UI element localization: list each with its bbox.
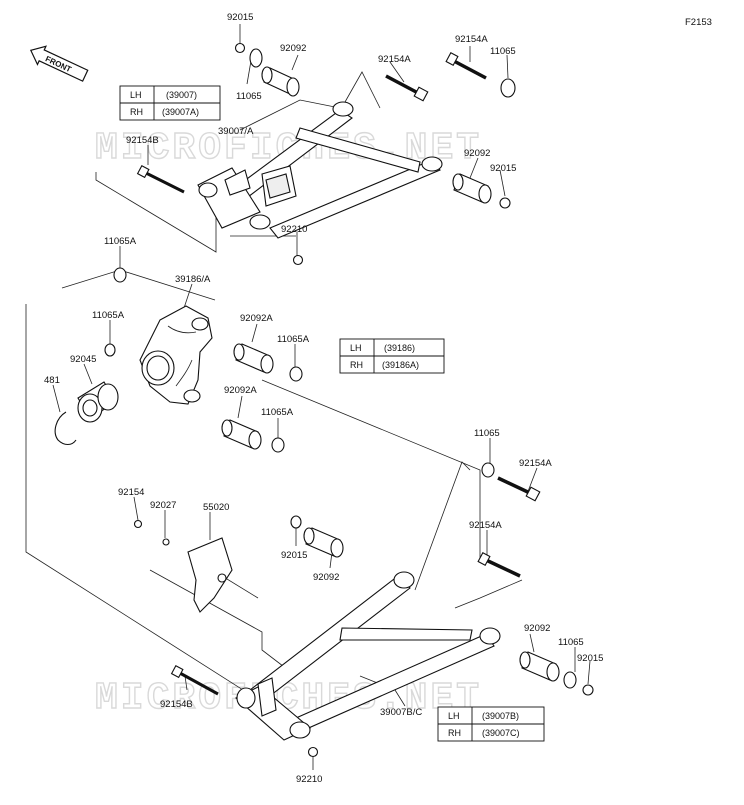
label-92154b: 92154B xyxy=(126,135,159,146)
washer-icon xyxy=(249,48,263,68)
washer-icon xyxy=(104,343,116,357)
figure-code: F2153 xyxy=(685,17,712,28)
nut-icon xyxy=(307,746,319,758)
label-92092: 92092 xyxy=(524,623,550,634)
clip-icon xyxy=(162,538,170,546)
washer-icon xyxy=(113,267,127,283)
label-11065a: 11065A xyxy=(92,310,125,321)
label-92015: 92015 xyxy=(227,12,253,23)
label-39007bc: 39007B/C xyxy=(380,707,422,718)
table-lower-arm: LH (39007B) RH (39007C) xyxy=(437,706,545,742)
washer-icon xyxy=(563,671,577,689)
nut-icon xyxy=(582,684,594,696)
bearing-icon xyxy=(77,381,119,423)
label-92154a: 92154A xyxy=(378,54,411,65)
table-cell-part: (39007A) xyxy=(162,107,199,117)
guard xyxy=(133,519,233,613)
bushing-icon xyxy=(452,173,492,204)
label-11065a: 11065A xyxy=(104,236,137,247)
bolt-icon xyxy=(136,164,185,194)
table-cell-part: (39007C) xyxy=(482,728,520,738)
label-92154b: 92154B xyxy=(160,699,193,710)
table-cell-side: LH xyxy=(350,343,362,353)
bushing-icon xyxy=(261,66,300,97)
bolt-icon xyxy=(477,551,521,578)
bolt-icon xyxy=(385,74,429,102)
label-11065: 11065 xyxy=(474,428,500,439)
washer-icon xyxy=(271,437,285,453)
label-92092: 92092 xyxy=(313,572,339,583)
label-55020: 55020 xyxy=(203,502,229,513)
label-92015: 92015 xyxy=(490,163,516,174)
bushing-icon xyxy=(221,419,262,450)
leader-lines xyxy=(52,24,591,770)
nut-icon xyxy=(234,42,246,54)
label-92210: 92210 xyxy=(296,774,322,785)
table-knuckle: LH (39186) RH (39186A) xyxy=(339,338,445,374)
label-92092a: 92092A xyxy=(240,313,273,324)
washer-icon xyxy=(481,462,495,478)
table-upper-arm: LH (39007) RH (39007A) xyxy=(119,85,221,121)
bushing-icon xyxy=(519,651,560,682)
label-11065: 11065 xyxy=(558,637,584,648)
table-cell-side: LH xyxy=(130,90,142,100)
washer-icon xyxy=(290,515,302,529)
label-92154a: 92154A xyxy=(519,458,552,469)
bolt-icon xyxy=(170,664,219,696)
lower-a-arm xyxy=(235,571,501,741)
screw-icon xyxy=(133,519,143,529)
label-11065: 11065 xyxy=(236,91,262,102)
label-481: 481 xyxy=(44,375,60,386)
label-92092a: 92092A xyxy=(224,385,257,396)
assembly-guide-lines xyxy=(25,71,523,703)
table-cell-side: RH xyxy=(350,360,363,370)
bushing-icon xyxy=(303,527,344,558)
label-92045: 92045 xyxy=(70,354,96,365)
upper-hardware xyxy=(136,42,516,266)
nut-icon xyxy=(292,254,304,266)
lower-hardware xyxy=(170,462,594,758)
table-cell-part: (39186) xyxy=(384,343,415,353)
label-11065: 11065 xyxy=(490,46,516,57)
washer-icon xyxy=(289,366,303,382)
bushing-icon xyxy=(233,343,274,374)
label-92154: 92154 xyxy=(118,487,144,498)
bolt-icon xyxy=(445,51,487,80)
front-arrow-icon: FRONT xyxy=(29,45,89,82)
bolt-icon xyxy=(497,476,541,502)
label-92092: 92092 xyxy=(464,148,490,159)
label-92154a: 92154A xyxy=(455,34,488,45)
label-39186a: 39186/A xyxy=(175,274,211,285)
knuckle xyxy=(113,267,213,405)
label-92015: 92015 xyxy=(577,653,603,664)
guard-plate xyxy=(187,537,233,613)
table-cell-side: RH xyxy=(448,728,461,738)
table-cell-side: RH xyxy=(130,107,143,117)
table-cell-side: LH xyxy=(448,711,460,721)
label-39007a: 39007/A xyxy=(218,126,254,137)
washer-icon xyxy=(500,78,516,98)
label-92154a: 92154A xyxy=(469,520,502,531)
snap-ring-icon xyxy=(54,411,77,446)
label-92027: 92027 xyxy=(150,500,176,511)
knuckle-hardware xyxy=(54,343,303,453)
label-11065a: 11065A xyxy=(261,407,294,418)
table-cell-part: (39186A) xyxy=(382,360,419,370)
part-labels: 92015 92092 11065 92154A 92154A 11065 39… xyxy=(44,12,603,785)
table-cell-part: (39007B) xyxy=(482,711,519,721)
label-92092: 92092 xyxy=(280,43,306,54)
label-92015: 92015 xyxy=(281,550,307,561)
nut-icon xyxy=(499,197,511,209)
label-11065a: 11065A xyxy=(277,334,310,345)
upper-a-arm xyxy=(197,101,443,239)
label-92210: 92210 xyxy=(281,224,307,235)
table-cell-part: (39007) xyxy=(166,90,197,100)
